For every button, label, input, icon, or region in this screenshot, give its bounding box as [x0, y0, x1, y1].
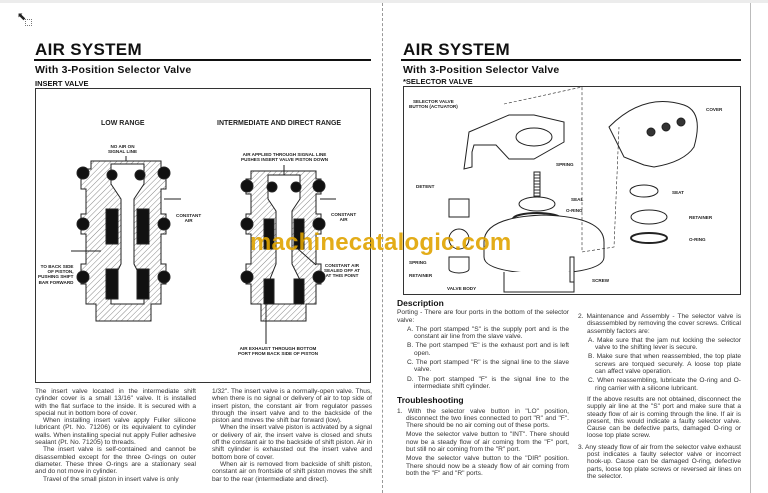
viewer-top-bar	[0, 0, 768, 3]
label-o-ring: O-RING	[566, 208, 583, 213]
label-spring: SPRING	[556, 162, 574, 167]
label-air-applied: AIR APPLIED THROUGH SIGNAL LINE PUSHES I…	[241, 152, 329, 163]
list-item: 2. Maintenance and Assembly - The select…	[578, 313, 741, 335]
list-item: A. Make sure that the jam nut locking th…	[588, 336, 741, 352]
paragraph: When the insert valve piston is activate…	[212, 424, 372, 461]
paragraph: Travel of the small piston in insert val…	[43, 475, 179, 483]
label-constant-air: CONSTANT AIR	[176, 213, 202, 224]
troubleshooting-heading: Troubleshooting	[397, 395, 464, 406]
page-subtitle: With 3-Position Selector Valve	[403, 64, 560, 76]
watermark: machinecatalogic.com	[250, 229, 512, 256]
list-item: 1. With the selector valve button in "LO…	[397, 407, 569, 430]
label-cover: COVER	[706, 107, 723, 112]
int-direct-valve	[240, 165, 336, 344]
selector-valve-drawing	[448, 87, 698, 293]
text-column-4: 2. Maintenance and Assembly - The select…	[578, 310, 741, 480]
label-back-side: TO BACK SIDE OF PISTON, PUSHING SHIFT BA…	[38, 264, 74, 285]
paragraph: Move the selector valve button to the "D…	[406, 455, 569, 477]
label-exhaust: AIR EXHAUST THROUGH BOTTOM PORT FROM BAC…	[238, 346, 319, 357]
paragraph: If the above results are not obtained, d…	[587, 395, 741, 440]
title-rule	[34, 59, 371, 61]
label-retainer: RETAINER	[689, 215, 713, 220]
section-heading: *SELECTOR VALVE	[403, 77, 473, 86]
label-spring-2: SPRING	[409, 260, 427, 265]
list-item: B. Make sure that when reassembled, the …	[588, 353, 741, 376]
label-button: SELECTOR VALVE BUTTON (ACTUATOR)	[409, 99, 458, 110]
label-detent: DETENT	[416, 184, 435, 189]
label-no-air: NO AIR ON SIGNAL LINE	[108, 144, 138, 155]
text-column-1: The insert valve located in the intermed…	[35, 388, 196, 483]
mouse-pointer-icon: ⬉	[17, 11, 27, 23]
page-subtitle: With 3-Position Selector Valve	[35, 64, 192, 76]
label-sealed-off: CONSTANT AIR SEALED OFF AT AT THIS POINT	[324, 263, 360, 279]
paragraph: Porting - There are four ports in the bo…	[397, 309, 569, 324]
list-item: C. When reassembling, lubricate the O-ri…	[588, 377, 741, 392]
label-retainer-2: RETAINER	[409, 273, 433, 278]
selector-valve-figure: SELECTOR VALVE BUTTON (ACTUATOR) COVER S…	[403, 86, 741, 295]
low-range-title: LOW RANGE	[101, 120, 145, 127]
list-item: B. The port stamped "E" is the exhaust p…	[407, 342, 569, 357]
section-heading: INSERT VALVE	[35, 79, 89, 88]
label-seal: SEAL	[571, 197, 584, 202]
paragraph: When installing insert valve apply Fulle…	[35, 417, 196, 447]
paragraph: The insert valve located in the intermed…	[35, 388, 196, 417]
label-constant-air-2: CONSTANT AIR	[331, 212, 357, 223]
list-item: C. The port stamped "R" is the signal li…	[407, 359, 569, 374]
low-range-valve	[71, 156, 181, 322]
label-screw: SCREW	[592, 278, 610, 283]
label-seat: SEAT	[672, 190, 684, 195]
page-title: AIR SYSTEM	[35, 40, 142, 59]
text-column-3: Description Porting - There are four por…	[397, 298, 569, 477]
list-item: A. The port stamped "S" is the supply po…	[407, 325, 569, 341]
list-item: D. The port stamped "F" is the signal li…	[407, 375, 569, 390]
text-column-2: 1/32". The insert valve is a normally-op…	[212, 388, 372, 483]
paragraph: When air is removed from backside of shi…	[212, 460, 372, 483]
insert-valve-figure: LOW RANGE INTERMEDIATE AND DIRECT RANGE …	[35, 88, 371, 383]
page-divider	[382, 3, 383, 493]
page-title: AIR SYSTEM	[403, 40, 510, 59]
list-item: 3. Any steady flow of air from the selec…	[578, 443, 741, 480]
paragraph: 1/32". The insert valve is a normally-op…	[212, 388, 372, 425]
paragraph: Move the selector valve button to "INT".…	[406, 431, 569, 454]
paragraph: The insert valve is self-contained and c…	[35, 446, 196, 476]
label-o-ring-2: O-RING	[689, 237, 706, 242]
label-valve-body: VALVE BODY	[447, 286, 477, 291]
title-rule	[401, 59, 741, 61]
insert-valve-drawing	[71, 156, 336, 344]
selection-icon	[25, 19, 32, 26]
description-heading: Description	[397, 298, 444, 308]
int-direct-title: INTERMEDIATE AND DIRECT RANGE	[217, 120, 342, 127]
page-edge	[750, 3, 751, 493]
